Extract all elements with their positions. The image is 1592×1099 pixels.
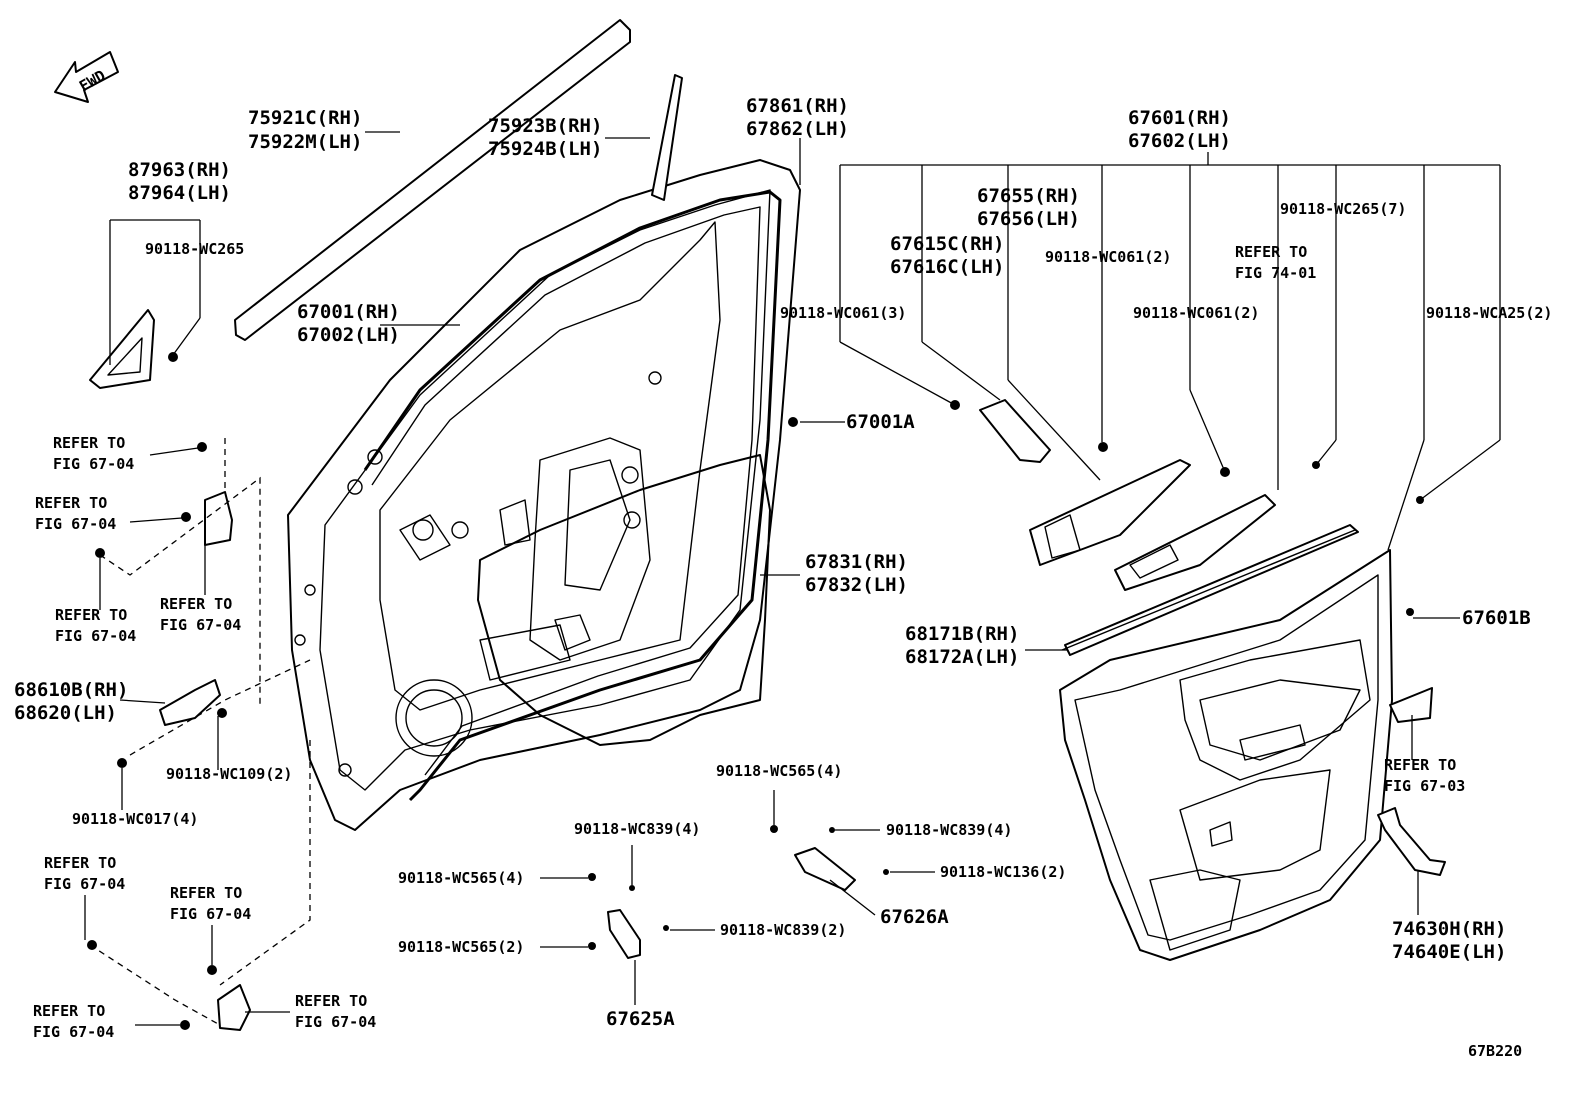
upper-hinge: [204, 491, 233, 546]
label-67602: 67602(LH): [1128, 130, 1231, 152]
label-ref7-b: FIG 67-04: [33, 1023, 114, 1041]
part-labels: 75921C(RH) 75922M(LH) 75923B(RH) 75924B(…: [14, 95, 1552, 1060]
label-67832: 67832(LH): [805, 574, 908, 596]
leader-lines: [84, 131, 1501, 1026]
label-67656: 67656(LH): [977, 208, 1080, 230]
label-ref3-b: FIG 67-04: [55, 627, 136, 645]
label-ref6-a: REFER TO: [170, 884, 242, 902]
bracket-67655: [979, 399, 1051, 463]
label-wc839-4a: 90118-WC839(4): [574, 820, 700, 838]
glass-weatherstrip-68171: [1064, 524, 1359, 656]
label-67002: 67002(LH): [297, 324, 400, 346]
inner-handle-piece: [1389, 687, 1433, 723]
label-75923: 75923B(RH): [488, 115, 602, 137]
label-wc265: 90118-WC265: [145, 240, 244, 258]
label-87963: 87963(RH): [128, 159, 231, 181]
label-refer-7401-a: REFER TO: [1235, 243, 1307, 261]
label-67616c: 67616C(LH): [890, 256, 1004, 278]
label-ref1-a: REFER TO: [53, 434, 125, 452]
door-panel-67001: [287, 159, 801, 831]
label-ref2-a: REFER TO: [35, 494, 107, 512]
label-67862: 67862(LH): [746, 118, 849, 140]
label-67601b: 67601B: [1462, 607, 1531, 629]
label-ref7-a: REFER TO: [33, 1002, 105, 1020]
hole-cover-67831: [477, 454, 771, 746]
label-68620: 68620(LH): [14, 702, 117, 724]
label-ref2-b: FIG 67-04: [35, 515, 116, 533]
label-68172a: 68172A(LH): [905, 646, 1019, 668]
switch-base-67615: [1114, 494, 1276, 591]
label-wc265-7: 90118-WC265(7): [1280, 200, 1406, 218]
label-75921: 75921C(RH): [248, 107, 362, 129]
label-ref6-b: FIG 67-04: [170, 905, 251, 923]
label-wc109: 90118-WC109(2): [166, 765, 292, 783]
label-67601: 67601(RH): [1128, 107, 1231, 129]
label-wc565-4a: 90118-WC565(4): [716, 762, 842, 780]
weatherstrip-67861: [363, 190, 782, 802]
belt-moulding-75921: [234, 19, 631, 341]
label-75922: 75922M(LH): [248, 131, 362, 153]
label-wc017: 90118-WC017(4): [72, 810, 198, 828]
bracket-67626a: [794, 847, 856, 891]
label-wc061-2a: 90118-WC061(2): [1045, 248, 1171, 266]
label-wca25: 90118-WCA25(2): [1426, 304, 1552, 322]
label-ref3-a: REFER TO: [55, 606, 127, 624]
label-68610b: 68610B(RH): [14, 679, 128, 701]
label-wc839-4b: 90118-WC839(4): [886, 821, 1012, 839]
door-check-68610: [159, 679, 221, 726]
label-87964: 87964(LH): [128, 182, 231, 204]
label-ref8-a: REFER TO: [295, 992, 367, 1010]
label-wc061-2b: 90118-WC061(2): [1133, 304, 1259, 322]
label-wc061-3: 90118-WC061(3): [780, 304, 906, 322]
label-74640e: 74640E(LH): [1392, 941, 1506, 963]
label-wc565-4b: 90118-WC565(4): [398, 869, 524, 887]
armrest-67655: [1029, 459, 1191, 566]
label-67861: 67861(RH): [746, 95, 849, 117]
label-67625a: 67625A: [606, 1008, 675, 1030]
fwd-arrow-icon: FWD: [54, 51, 119, 103]
label-67831: 67831(RH): [805, 551, 908, 573]
handle-cover-74630: [1377, 807, 1446, 876]
label-ref4-b: FIG 67-04: [160, 616, 241, 634]
label-ref6703-b: FIG 67-03: [1384, 777, 1465, 795]
label-ref1-b: FIG 67-04: [53, 455, 134, 473]
label-ref5-b: FIG 67-04: [44, 875, 125, 893]
label-ref5-a: REFER TO: [44, 854, 116, 872]
fasteners: [87, 352, 1424, 1030]
label-ref4-a: REFER TO: [160, 595, 232, 613]
label-wc565-2: 90118-WC565(2): [398, 938, 524, 956]
label-68171b: 68171B(RH): [905, 623, 1019, 645]
label-ref6703-a: REFER TO: [1384, 756, 1456, 774]
bracket-67625a: [607, 909, 641, 959]
label-75924: 75924B(LH): [488, 138, 602, 160]
label-ref8-b: FIG 67-04: [295, 1013, 376, 1031]
label-67626a: 67626A: [880, 906, 949, 928]
label-67655: 67655(RH): [977, 185, 1080, 207]
label-wc839-2: 90118-WC839(2): [720, 921, 846, 939]
door-trim-panel-67601: [1059, 549, 1393, 961]
label-67615c: 67615C(RH): [890, 233, 1004, 255]
diagram-id: 67B220: [1468, 1042, 1522, 1060]
label-wc136: 90118-WC136(2): [940, 863, 1066, 881]
lower-hinge: [217, 984, 251, 1031]
label-74630h: 74630H(RH): [1392, 918, 1506, 940]
label-refer-7401-b: FIG 74-01: [1235, 264, 1316, 282]
corner-piece-87963: [89, 309, 155, 389]
channel-75923: [651, 74, 683, 201]
label-67001a: 67001A: [846, 411, 915, 433]
label-67001: 67001(RH): [297, 301, 400, 323]
